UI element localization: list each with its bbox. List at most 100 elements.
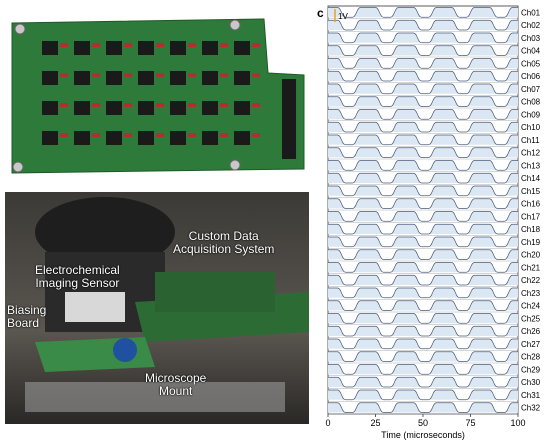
pcb-component xyxy=(220,73,228,77)
channel-trace xyxy=(328,83,518,95)
pcb-component xyxy=(124,103,132,107)
pcb-header-connector xyxy=(282,79,296,159)
pcb-component xyxy=(92,133,100,137)
channel-label: Ch22 xyxy=(521,276,541,285)
channel-trace xyxy=(328,147,518,158)
channel-label: Ch09 xyxy=(521,110,541,119)
pcb-component xyxy=(92,43,100,47)
pcb-chip xyxy=(234,131,250,145)
channel-trace xyxy=(328,7,518,18)
pcb-component xyxy=(252,43,260,47)
channel-trace-fill xyxy=(328,313,518,324)
pcb-component xyxy=(252,133,260,137)
channel-trace-fill xyxy=(328,96,518,107)
channel-trace xyxy=(328,96,518,107)
channel-trace-fill xyxy=(328,20,518,30)
pcb-component xyxy=(92,73,100,77)
pcb-chip xyxy=(42,131,58,145)
channel-trace-fill xyxy=(328,237,518,247)
pcb-component xyxy=(156,73,164,77)
channel-trace-fill xyxy=(328,275,518,285)
scale-bar-label: 1V xyxy=(338,12,348,21)
pcb-chip xyxy=(42,41,58,55)
pcb-chip xyxy=(202,41,218,55)
channel-label: Ch17 xyxy=(521,212,541,221)
electrochemical-imaging-sensor-label: Electrochemical Imaging Sensor xyxy=(35,263,120,290)
channel-trace xyxy=(328,223,518,235)
channel-label: Ch29 xyxy=(521,365,541,374)
channel-trace-fill xyxy=(328,160,518,171)
pcb-chip xyxy=(170,41,186,55)
channel-trace-fill xyxy=(328,186,518,196)
channel-trace-fill xyxy=(328,45,518,56)
channel-trace-fill xyxy=(328,33,518,43)
x-axis-label: Time (microseconds) xyxy=(381,430,465,440)
channel-trace xyxy=(328,32,518,44)
channel-label: Ch01 xyxy=(521,8,541,17)
channel-trace-fill xyxy=(328,288,518,298)
channel-label: Ch30 xyxy=(521,378,541,387)
channel-label: Ch07 xyxy=(521,85,541,94)
pcb-chip-grid xyxy=(42,41,260,145)
pcb-board-photo xyxy=(6,7,310,185)
channel-trace-fill xyxy=(328,198,518,209)
pcb-component xyxy=(188,73,196,77)
channel-trace-fill xyxy=(328,262,518,273)
channel-trace-fill xyxy=(328,109,518,120)
pcb-component xyxy=(188,103,196,107)
pcb-chip xyxy=(170,101,186,115)
channel-trace xyxy=(328,211,518,222)
channel-trace xyxy=(328,338,518,350)
channel-trace xyxy=(328,134,518,146)
pcb-component xyxy=(156,103,164,107)
channel-trace-fill xyxy=(328,147,518,158)
pcb-chip xyxy=(74,101,90,115)
pcb-chip xyxy=(234,41,250,55)
pcb-chip xyxy=(234,101,250,115)
channel-trace-fill xyxy=(328,84,518,94)
channel-label: Ch05 xyxy=(521,59,541,68)
channel-label: Ch14 xyxy=(521,174,541,183)
pcb-chip xyxy=(202,101,218,115)
pcb-chip xyxy=(138,71,154,85)
pcb-component xyxy=(60,133,68,137)
channel-trace xyxy=(328,325,518,337)
pcb-component xyxy=(60,103,68,107)
pcb-chip xyxy=(106,101,122,115)
pcb-chip xyxy=(202,71,218,85)
x-tick-label: 25 xyxy=(370,418,380,428)
channel-trace-fill xyxy=(328,122,518,132)
lab-setup-photo: Custom Data Acquisition System Electroch… xyxy=(5,192,309,424)
pcb-chip xyxy=(42,71,58,85)
channel-trace-fill xyxy=(328,377,518,387)
pcb-component xyxy=(92,103,100,107)
channel-label: Ch20 xyxy=(521,251,541,260)
x-tick-label: 75 xyxy=(465,418,475,428)
pcb-component xyxy=(220,103,228,107)
channel-trace-fill xyxy=(328,135,518,145)
channel-trace xyxy=(328,109,518,120)
pcb-component xyxy=(188,133,196,137)
channel-label: Ch11 xyxy=(521,136,540,145)
channel-label: Ch13 xyxy=(521,161,541,170)
channel-trace-fill xyxy=(328,71,518,81)
pcb-component xyxy=(124,133,132,137)
channel-label: Ch24 xyxy=(521,302,541,311)
pcb-chip xyxy=(106,41,122,55)
pcb-component xyxy=(60,43,68,47)
channel-trace-fill xyxy=(328,339,518,349)
pcb-component xyxy=(156,133,164,137)
channel-label: Ch23 xyxy=(521,289,541,298)
channel-trace xyxy=(328,389,518,401)
pcb-chip xyxy=(106,71,122,85)
pcb-chip xyxy=(170,131,186,145)
channel-trace xyxy=(328,287,518,299)
panel-c-letter: c xyxy=(317,6,324,20)
pcb-component xyxy=(124,43,132,47)
channel-trace-fill xyxy=(328,211,518,222)
pcb-chip xyxy=(234,71,250,85)
channel-label: Ch26 xyxy=(521,327,541,336)
channel-label: Ch19 xyxy=(521,238,541,247)
channel-trace xyxy=(328,121,518,133)
channel-label: Ch16 xyxy=(521,200,541,209)
